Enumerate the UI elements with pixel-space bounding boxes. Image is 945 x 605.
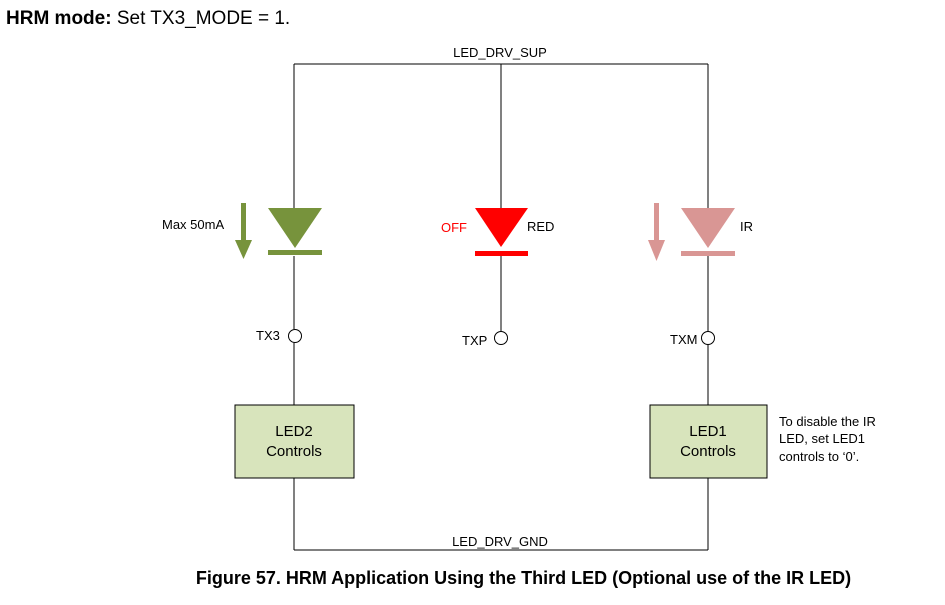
tx3-pin-icon (288, 329, 302, 343)
green-led-diode-icon (268, 208, 322, 248)
ir-current-arrow-shaft (654, 203, 659, 243)
page-heading: HRM mode: Set TX3_MODE = 1. (6, 8, 290, 30)
heading-rest: Set TX3_MODE = 1. (111, 8, 291, 29)
red-led-cathode-bar (475, 251, 528, 256)
red-led-name-label: RED (527, 219, 554, 234)
led2-controls-line2: Controls (266, 443, 322, 460)
red-led-diode-icon (475, 208, 528, 247)
tx3-pin-label: TX3 (256, 328, 280, 343)
ir-led-diode-icon (681, 208, 735, 248)
led1-controls-line1: LED1 (689, 423, 727, 440)
led1-controls-box (649, 404, 768, 479)
ir-disable-note-line2: LED, set LED1 (779, 431, 865, 446)
ir-led-name-label: IR (740, 219, 753, 234)
led1-controls-line2: Controls (680, 443, 736, 460)
figure-caption-text: Figure 57. HRM Application Using the Thi… (195, 568, 852, 588)
ground-rail-label: LED_DRV_GND (452, 534, 548, 549)
ir-led (648, 203, 735, 261)
ir-led-cathode-bar (681, 251, 735, 256)
heading-bold: HRM mode: (6, 8, 112, 29)
figure-caption: Figure 57. HRM Application Using the Thi… (0, 568, 945, 589)
led2-controls-line1: LED2 (275, 423, 313, 440)
wires (293, 63, 709, 551)
green-current-arrow-shaft (241, 203, 246, 243)
ir-disable-note-line1: To disable the IR (779, 414, 876, 429)
green-led (235, 203, 322, 259)
txm-pin-icon (701, 331, 715, 345)
ir-current-arrow-head-icon (648, 240, 665, 261)
green-led-cathode-bar (268, 250, 322, 255)
txp-pin-label: TXP (462, 333, 487, 348)
max-current-label: Max 50mA (162, 217, 224, 232)
ir-disable-note-line3: controls to ‘0’. (779, 449, 859, 464)
txm-pin-label: TXM (670, 332, 697, 347)
txp-pin-icon (494, 331, 508, 345)
green-current-arrow-head-icon (235, 240, 252, 259)
red-led-state-label: OFF (441, 220, 467, 235)
red-led (475, 208, 528, 256)
supply-rail-label: LED_DRV_SUP (453, 45, 547, 60)
led2-controls-box (234, 404, 355, 479)
